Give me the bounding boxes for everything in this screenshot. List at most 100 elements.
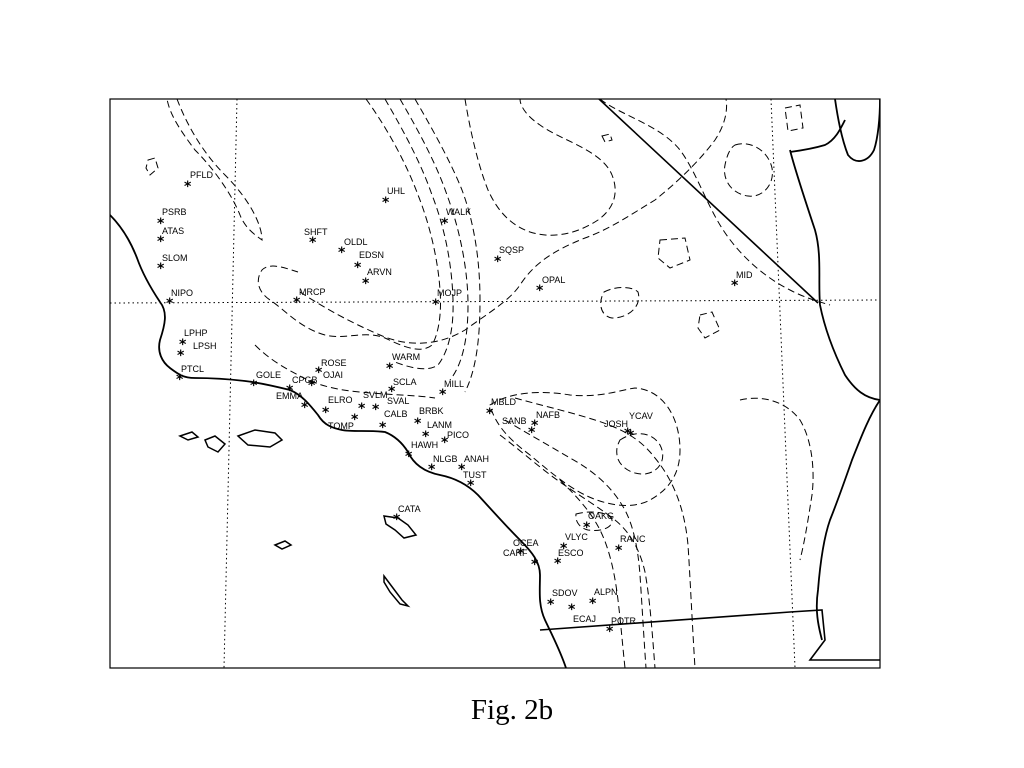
- station-label: UHL: [387, 186, 405, 196]
- station-marker: *: [388, 384, 396, 400]
- station-label: CATA: [398, 504, 421, 514]
- station-label: SHFT: [304, 227, 328, 237]
- station-label: ESCO: [558, 548, 584, 558]
- station-label: LPHP: [184, 328, 208, 338]
- station-label: SVAL: [387, 396, 409, 406]
- station-marker: *: [494, 254, 502, 270]
- station-label: PTCL: [181, 364, 204, 374]
- station-label: OLDL: [344, 237, 368, 247]
- map-frame: [109, 98, 881, 669]
- station-marker: *: [589, 596, 597, 612]
- station-marker: *: [486, 406, 494, 422]
- station-label: ANAH: [464, 454, 489, 464]
- station-marker: *: [627, 428, 635, 444]
- station-label: LPSH: [193, 341, 217, 351]
- station-marker: *: [467, 478, 475, 494]
- station-label: SDOV: [552, 588, 578, 598]
- station-label: NIPO: [171, 288, 193, 298]
- station-label: ATAS: [162, 226, 184, 236]
- station-marker: *: [177, 348, 185, 364]
- station-marker: *: [528, 425, 536, 441]
- station-label: MID: [736, 270, 753, 280]
- station-marker: *: [414, 416, 422, 432]
- figure-caption: Fig. 2b: [470, 694, 554, 726]
- station-label: WARM: [392, 352, 420, 362]
- station-label: YCAV: [629, 411, 653, 421]
- station-marker: *: [250, 378, 258, 394]
- station-label: CALB: [384, 409, 408, 419]
- colorado-river: [789, 149, 880, 401]
- station-marker: *: [439, 387, 447, 403]
- station-marker: *: [379, 420, 387, 436]
- station-marker: *: [157, 261, 165, 277]
- station-label: MOJP: [437, 288, 462, 298]
- station-marker: *: [731, 278, 739, 294]
- river-segment: [815, 399, 880, 641]
- station-label: LANM: [427, 420, 452, 430]
- station-marker: *: [536, 283, 544, 299]
- river-branch: [789, 119, 846, 153]
- station-marker: *: [554, 556, 562, 572]
- station-marker: *: [315, 365, 323, 381]
- station-marker: *: [176, 372, 184, 388]
- station-marker: *: [568, 602, 576, 618]
- station-marker: *: [560, 541, 568, 557]
- station-label: SANB: [502, 416, 527, 426]
- station-label: MRCP: [299, 287, 326, 297]
- station-label: ALPN: [594, 587, 618, 597]
- station-label: NLGB: [433, 454, 458, 464]
- station-label: WALK: [446, 207, 471, 217]
- lake-outline: [834, 99, 880, 162]
- station-label: TOMP: [328, 421, 354, 431]
- station-marker: *: [351, 412, 359, 428]
- station-label: JOSH: [604, 419, 628, 429]
- station-marker: *: [606, 624, 614, 640]
- station-marker: *: [308, 378, 316, 394]
- station-marker: *: [322, 405, 330, 421]
- station-marker: *: [184, 179, 192, 195]
- station-marker: *: [405, 449, 413, 465]
- station-label: TUST: [463, 470, 487, 480]
- station-marker: *: [382, 195, 390, 211]
- station-marker: *: [441, 216, 449, 232]
- station-label: HAWH: [411, 440, 438, 450]
- station-label: CPGB: [292, 375, 318, 385]
- stations: * PFLD * PSRB * ATAS * SLOM * NIPO * LPH…: [157, 170, 753, 640]
- station-marker: *: [362, 276, 370, 292]
- station-label: EMMA: [276, 391, 303, 401]
- station-label: SQSP: [499, 245, 524, 255]
- station-marker: *: [458, 462, 466, 478]
- station-marker: *: [372, 402, 380, 418]
- station-label: ELRO: [328, 395, 353, 405]
- station-label: POTR: [611, 616, 637, 626]
- station-label: SCLA: [393, 377, 417, 387]
- station-label: RANC: [620, 534, 646, 544]
- station-label: EDSN: [359, 250, 384, 260]
- coastline: [110, 214, 567, 668]
- station-label: PFLD: [190, 170, 214, 180]
- station-label: NAFB: [536, 410, 560, 420]
- station-marker: *: [301, 400, 309, 416]
- station-label: CARF: [503, 548, 528, 558]
- station-marker: *: [531, 418, 539, 434]
- station-label: ROSE: [321, 358, 347, 368]
- station-marker: *: [624, 426, 632, 442]
- station-label: BRBK: [419, 406, 444, 416]
- station-marker: *: [393, 512, 401, 528]
- station-label: GOLE: [256, 370, 281, 380]
- station-label: ECAJ: [573, 614, 596, 624]
- station-marker: *: [615, 543, 623, 559]
- station-marker: *: [157, 234, 165, 250]
- station-marker: *: [441, 435, 449, 451]
- station-label: MILL: [444, 379, 464, 389]
- station-marker: *: [583, 520, 591, 536]
- station-marker: *: [386, 361, 394, 377]
- station-marker: *: [354, 260, 362, 276]
- station-marker: *: [517, 546, 525, 562]
- station-marker: *: [338, 245, 346, 261]
- station-label: PICO: [447, 430, 469, 440]
- station-marker: *: [309, 235, 317, 251]
- station-label: SVLM: [363, 390, 388, 400]
- international-border: [539, 609, 880, 661]
